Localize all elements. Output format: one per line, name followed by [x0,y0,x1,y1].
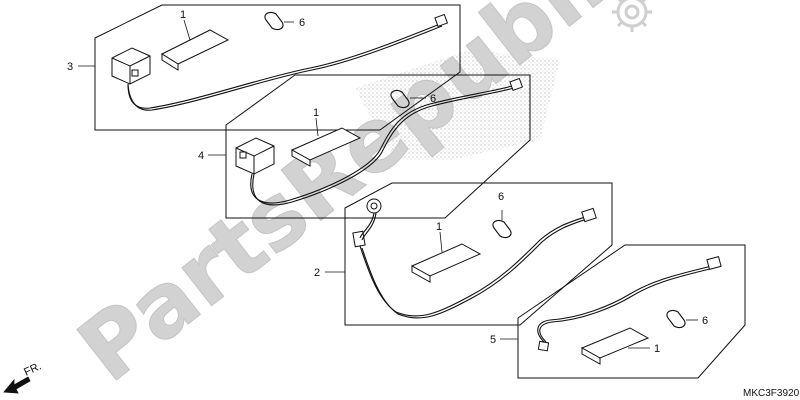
assembly-4-callout: 4 [198,150,204,162]
assembly-4-connector [509,77,524,92]
assembly-3-frame [94,4,461,131]
watermark-text: PartsRepublik [60,0,672,400]
assembly-3-pad [160,29,230,65]
assembly-3[interactable]: 3 1 6 [67,4,461,131]
assembly-3-pad-callout: 1 [180,9,186,21]
assembly-2-frame [344,182,613,326]
assembly-4[interactable]: 4 1 6 [198,74,531,219]
assembly-2-callout: 2 [314,267,320,279]
assembly-5-clip-callout: 6 [702,315,708,327]
assembly-2[interactable]: 2 1 6 [314,182,613,326]
assembly-4-clip-callout: 6 [430,93,436,105]
assembly-4-wire [250,85,513,204]
assembly-3-callout: 3 [67,61,73,73]
watermark: PartsRepublik [59,0,672,400]
front-arrow-icon [3,376,31,394]
assembly-5-clip [666,309,686,329]
assembly-5-connector-end [537,340,550,352]
assembly-5[interactable]: 5 1 6 [490,244,746,379]
assembly-2-connector [581,207,597,223]
assembly-4-clip [390,89,410,109]
assembly-3-clip-callout: 6 [299,17,305,29]
assembly-5-wire [537,265,713,343]
assembly-2-clip-callout: 6 [498,191,504,203]
assembly-3-module [111,47,151,85]
stipple-shading [355,50,560,160]
assembly-2-pad-callout: 1 [436,221,442,233]
assembly-4-module [235,137,275,175]
watermark-gear-icon [612,0,652,32]
assembly-5-callout: 5 [490,334,496,346]
assembly-5-pad-callout: 1 [654,343,660,355]
assembly-3-connector [434,13,449,28]
assembly-5-connector [706,256,722,270]
direction-indicator: FR. [3,360,43,394]
assembly-4-frame [225,74,531,219]
assembly-4-pad-callout: 1 [313,107,319,119]
assembly-2-wire [359,212,589,317]
direction-label: FR. [22,360,43,378]
assembly-3-clip [264,11,284,31]
assembly-2-clip [492,219,512,239]
assembly-5-frame [517,244,746,379]
diagram-code: MKC3F3920 [743,388,800,399]
